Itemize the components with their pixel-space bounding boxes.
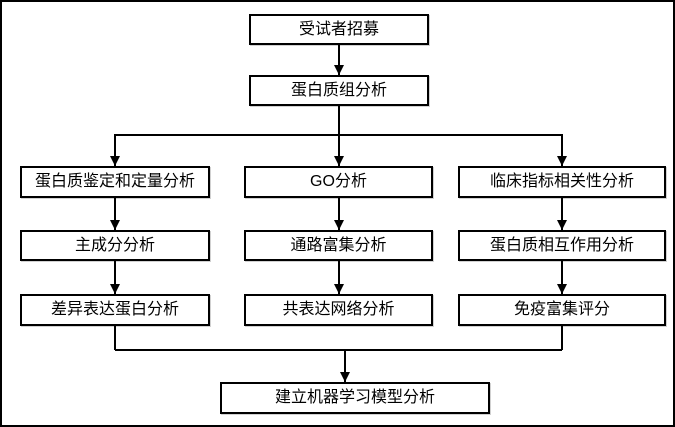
node-principal-component-analysis-label: 主成分分析 <box>74 236 155 254</box>
node-proteomics-analysis-label: 蛋白质组分析 <box>290 81 387 99</box>
node-subject-recruitment: 受试者招募 <box>249 14 429 45</box>
node-immune-enrichment-score: 免疫富集评分 <box>458 294 666 326</box>
node-pathway-enrichment-analysis: 通路富集分析 <box>244 230 433 261</box>
node-protein-interaction-analysis: 蛋白质相互作用分析 <box>458 230 666 261</box>
node-differential-expression-protein-analysis: 差异表达蛋白分析 <box>20 294 210 326</box>
node-subject-recruitment-label: 受试者招募 <box>298 20 379 38</box>
node-clinical-indicator-correlation-analysis: 临床指标相关性分析 <box>458 166 666 198</box>
node-protein-identification-quantification: 蛋白质鉴定和定量分析 <box>20 166 210 198</box>
node-clinical-indicator-correlation-analysis-label: 临床指标相关性分析 <box>489 173 634 190</box>
node-principal-component-analysis: 主成分分析 <box>20 230 210 261</box>
node-go-analysis-label: GO分析 <box>310 173 367 190</box>
node-proteomics-analysis: 蛋白质组分析 <box>249 75 429 106</box>
node-protein-identification-quantification-label: 蛋白质鉴定和定量分析 <box>34 173 195 190</box>
node-go-analysis: GO分析 <box>244 166 433 198</box>
node-machine-learning-model-analysis-label: 建立机器学习模型分析 <box>274 389 435 406</box>
node-machine-learning-model-analysis: 建立机器学习模型分析 <box>220 382 490 414</box>
node-coexpression-network-analysis: 共表达网络分析 <box>244 294 433 326</box>
node-immune-enrichment-score-label: 免疫富集评分 <box>513 301 610 318</box>
node-protein-interaction-analysis-label: 蛋白质相互作用分析 <box>489 236 634 254</box>
node-differential-expression-protein-analysis-label: 差异表达蛋白分析 <box>50 301 179 318</box>
node-coexpression-network-analysis-label: 共表达网络分析 <box>282 301 395 318</box>
node-pathway-enrichment-analysis-label: 通路富集分析 <box>290 236 387 254</box>
